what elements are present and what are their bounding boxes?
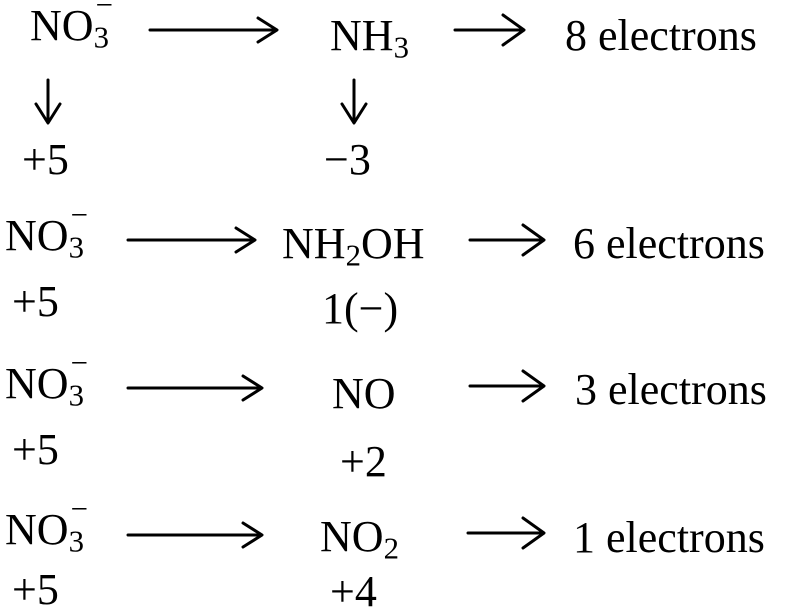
reaction-arrow-1 xyxy=(148,16,279,44)
electrons-label-2: 6 electrons xyxy=(573,219,765,268)
product-nitrogen-dioxide: NO2 xyxy=(320,512,399,566)
product-nitric-oxide: NO xyxy=(332,369,396,418)
reactant-nitrate-1: NO3− xyxy=(30,0,113,55)
oxidation-state-product-4: +4 xyxy=(330,567,377,616)
reaction-arrow-3 xyxy=(126,374,264,402)
down-arrow-product xyxy=(340,78,368,125)
oxidation-state-product-1: −3 xyxy=(324,135,371,184)
electron-arrow-2 xyxy=(468,223,546,257)
oxidation-state-reactant-3: +5 xyxy=(12,425,59,474)
down-arrow-reactant xyxy=(34,78,62,125)
reactant-nitrate-4: NO3− xyxy=(5,492,88,559)
electrons-label-3: 3 electrons xyxy=(575,365,767,414)
oxidation-state-reactant-4: +5 xyxy=(12,565,59,614)
electron-arrow-4 xyxy=(466,516,546,550)
product-hydroxylamine: NH2OH xyxy=(282,219,425,273)
reaction-arrow-2 xyxy=(126,226,257,254)
electrons-label-4: 1 electrons xyxy=(573,513,765,562)
oxidation-state-reactant-2: +5 xyxy=(12,277,59,326)
reactant-nitrate-2: NO3− xyxy=(5,198,88,265)
oxidation-state-product-3: +2 xyxy=(340,437,387,486)
electron-arrow-1 xyxy=(453,13,526,47)
reactant-nitrate-3: NO3− xyxy=(5,346,88,413)
product-ammonia: NH3 xyxy=(330,11,409,65)
oxidation-state-reactant-1: +5 xyxy=(22,135,69,184)
oxidation-state-product-2: 1(−) xyxy=(322,284,399,333)
electrons-label-1: 8 electrons xyxy=(565,11,757,60)
electron-arrow-3 xyxy=(468,369,546,403)
reaction-arrow-4 xyxy=(126,521,264,549)
